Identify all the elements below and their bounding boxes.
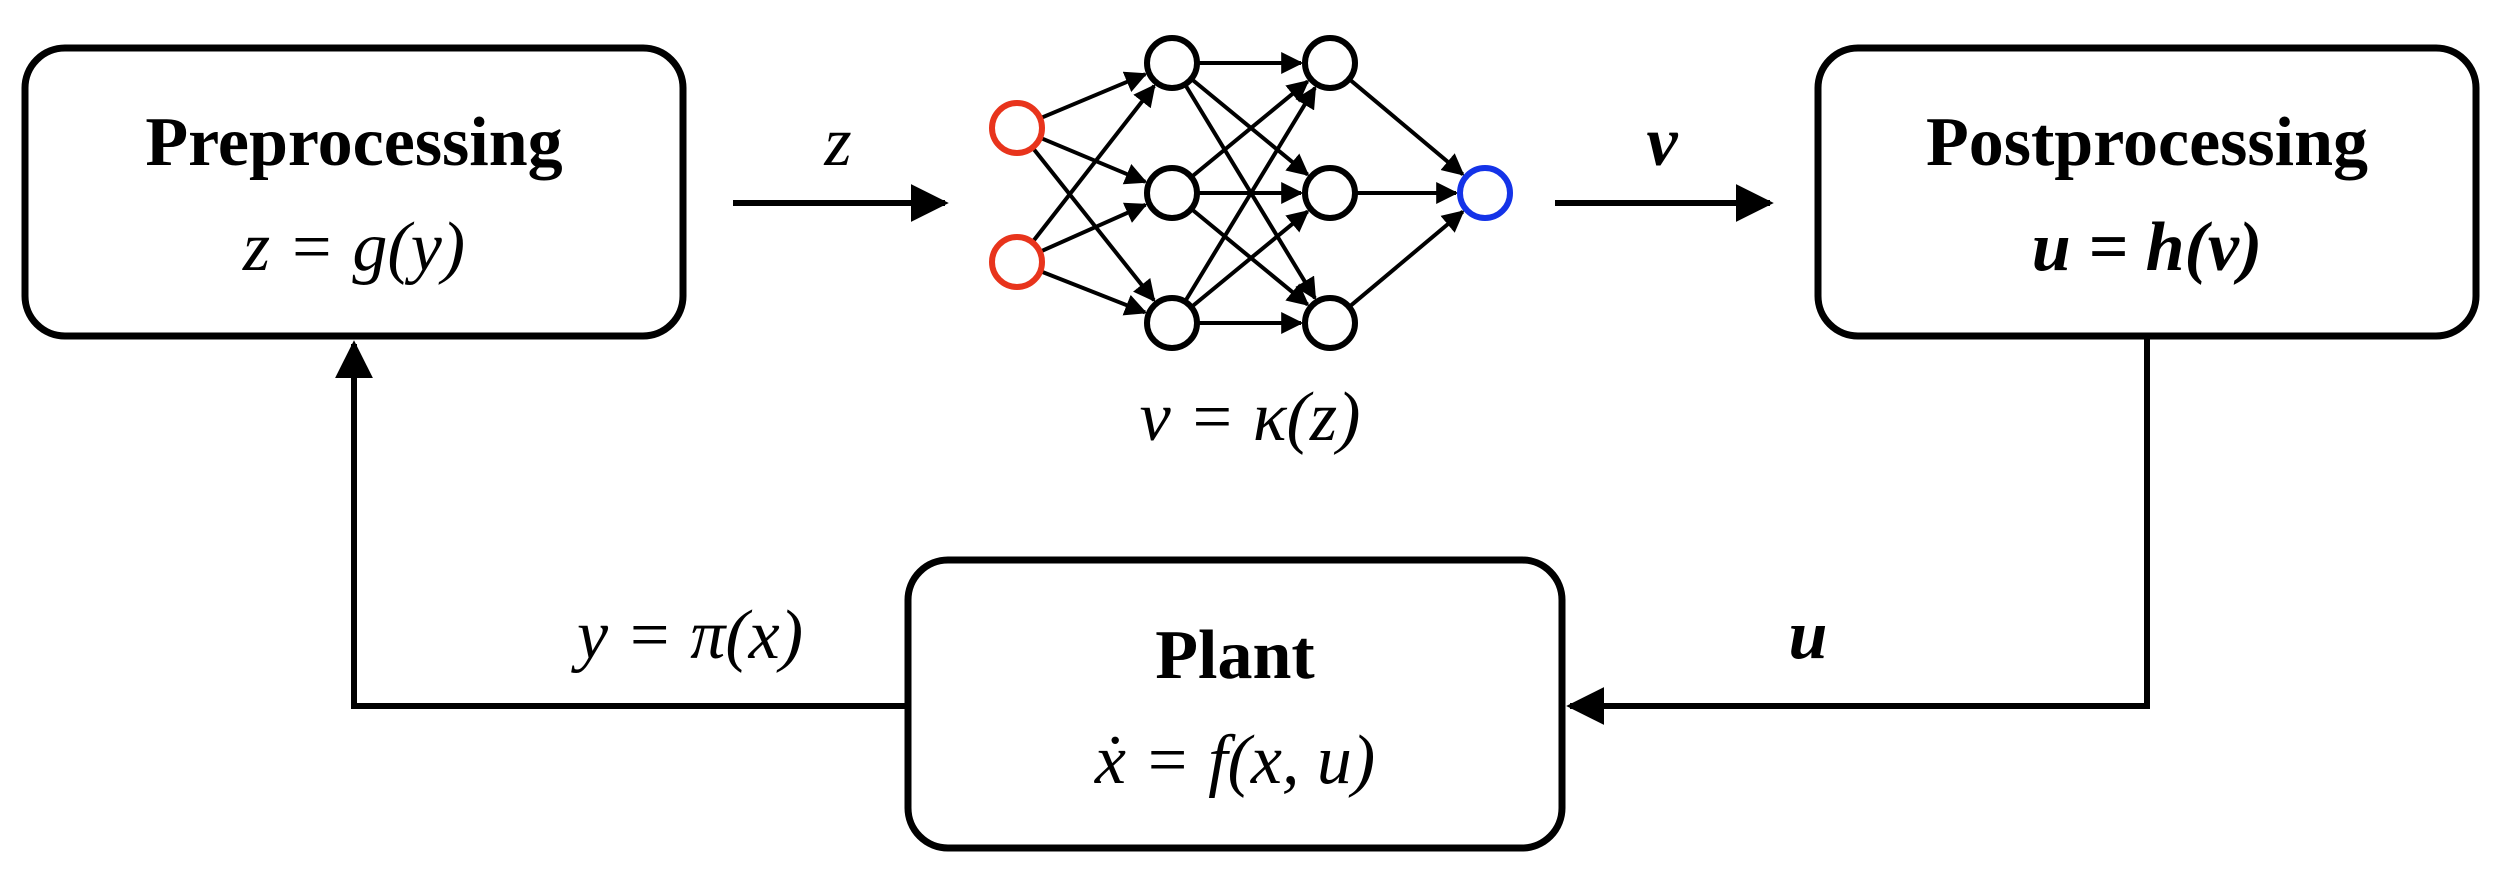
network-edge-l2-0-0: [1347, 77, 1465, 176]
z-label: z: [823, 104, 851, 181]
network-equation: v = κ(z): [1140, 379, 1361, 456]
preprocessing-title: Preprocessing: [145, 104, 562, 181]
network-edge-l1-2-1: [1190, 209, 1310, 309]
u-feedback-arrow: [1566, 336, 2150, 725]
u-label: u: [1789, 597, 1828, 674]
v-label: v: [1646, 104, 1678, 181]
postprocessing-block: Postprocessing u = h(v): [1814, 44, 2480, 340]
input-node-0-0: [989, 100, 1045, 156]
plant-equation: ẋ = f(x, u): [1094, 722, 1375, 799]
network-edge-l1-1-0: [1190, 79, 1310, 179]
network-edge-l0-1-2: [1039, 269, 1148, 316]
preprocessing-equation: z = g(y): [242, 209, 465, 286]
y-label: y = π(x): [571, 597, 803, 674]
y-feedback-arrow: [335, 340, 908, 709]
network-edge-l0-0-1: [1039, 135, 1148, 185]
network-edge-l0-1-0: [1030, 84, 1156, 244]
plant-block: Plant ẋ = f(x, u): [904, 556, 1566, 852]
preprocessing-block: Preprocessing z = g(y): [21, 44, 687, 340]
hidden-node-2-1: [1302, 165, 1358, 221]
plant-title: Plant: [1155, 617, 1314, 694]
output-node-3-0: [1457, 165, 1513, 221]
network-edge-l0-0-2: [1030, 146, 1156, 303]
hidden-node-1-0: [1144, 35, 1200, 91]
input-node-0-1: [989, 234, 1045, 290]
network-edge-l0-1-1: [1039, 202, 1148, 254]
postprocessing-title: Postprocessing: [1926, 104, 2368, 181]
hidden-node-1-1: [1144, 165, 1200, 221]
network-edge-l0-0-0: [1039, 71, 1148, 121]
network-edges: [1030, 52, 1465, 334]
network-nodes: [989, 35, 1513, 351]
hidden-node-2-0: [1302, 35, 1358, 91]
network-edge-l2-2-0: [1347, 210, 1465, 309]
network-edge-l1-2-0: [1183, 85, 1317, 303]
hidden-node-1-2: [1144, 295, 1200, 351]
postprocessing-equation: u = h(v): [2032, 209, 2262, 286]
hidden-node-2-2: [1302, 295, 1358, 351]
